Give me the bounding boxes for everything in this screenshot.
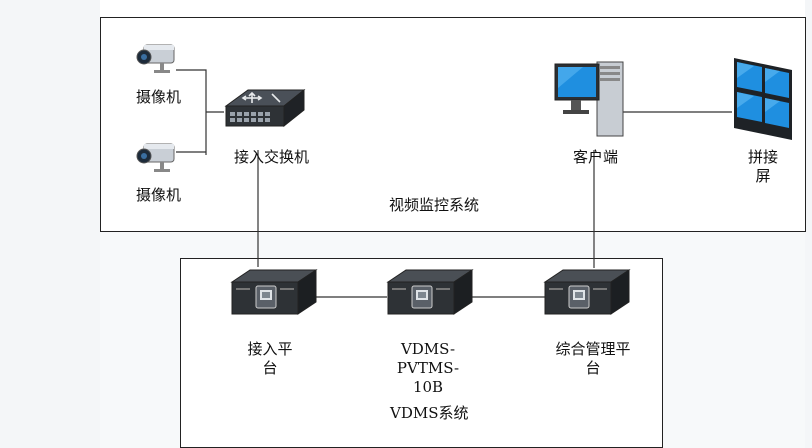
camera1-link: [176, 69, 207, 155]
vdms-server-line1: VDMS-PVTMS-: [396, 340, 460, 377]
mgmt-platform-label: 综合管理平 台: [548, 340, 638, 378]
screen-label-line1: 拼接: [747, 148, 778, 166]
mgmt-platform-line2: 台: [585, 359, 601, 377]
screen-label: 拼接 屏: [746, 148, 780, 186]
screen-label-line2: 屏: [755, 167, 771, 185]
access-platform-label: 接入平 台: [240, 340, 300, 378]
video-system-box: [100, 17, 806, 232]
camera-1-label: 摄像机: [136, 88, 182, 106]
access-platform-line1: 接入平: [247, 340, 293, 358]
desktop-computer-icon: [554, 61, 624, 137]
page-margin-left: [0, 0, 100, 448]
vdms-system-title: VDMS系统: [390, 404, 469, 422]
video-system-title: 视频监控系统: [389, 196, 480, 214]
page-margin-right: [805, 0, 812, 448]
switch-label: 接入交换机: [234, 148, 310, 166]
vdms-server-label: VDMS-PVTMS- 10B: [378, 340, 478, 397]
client-label: 客户端: [573, 148, 619, 166]
mgmt-platform-line1: 综合管理平: [555, 340, 631, 358]
server-icon: [543, 269, 631, 315]
access-platform-line2: 台: [262, 359, 278, 377]
server-icon: [386, 269, 474, 315]
camera-2-label: 摄像机: [136, 186, 182, 204]
server-icon: [230, 269, 318, 315]
vdms-server-line2: 10B: [412, 378, 444, 396]
camera-icon: [136, 44, 175, 73]
video-wall-icon: [734, 58, 792, 140]
camera-icon: [136, 143, 175, 172]
network-switch-icon: [224, 88, 306, 128]
